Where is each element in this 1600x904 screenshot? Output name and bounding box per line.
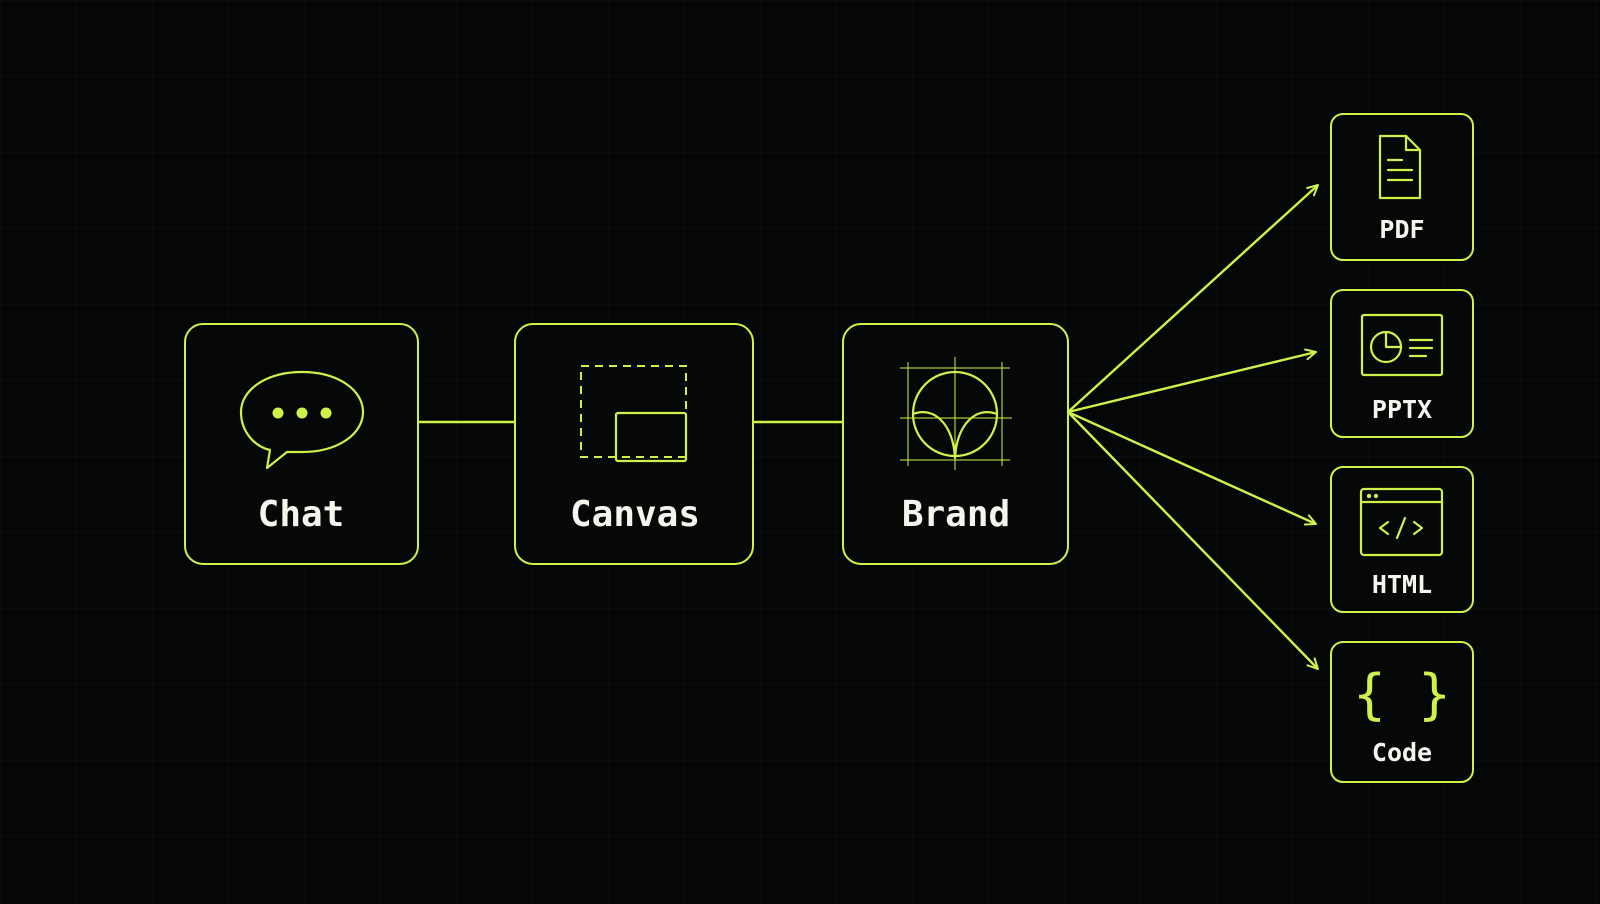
canvas-frame-icon [580, 365, 688, 463]
pptx-output: PPTX [1330, 289, 1474, 438]
chat-node: Chat [184, 323, 419, 565]
code-window-icon [1359, 487, 1444, 557]
pptx-label: PPTX [1372, 395, 1432, 424]
curly-braces-icon: { } [1353, 663, 1451, 726]
pdf-output: PDF [1330, 113, 1474, 261]
pdf-label: PDF [1379, 215, 1424, 244]
canvas-node: Canvas [514, 323, 754, 565]
canvas-label: Canvas [570, 494, 700, 535]
html-output: HTML [1330, 466, 1474, 613]
presentation-icon [1360, 313, 1444, 377]
arrow-to-code [1067, 411, 1319, 670]
brand-label: Brand [902, 494, 1010, 535]
arrow-to-html [1067, 410, 1317, 526]
document-icon [1378, 134, 1422, 200]
chat-bubble-icon [239, 370, 365, 470]
arrow-to-pdf [1067, 184, 1319, 413]
code-output: { } Code [1330, 641, 1474, 783]
brand-node: Brand [842, 323, 1069, 565]
arrow-to-pptx [1067, 348, 1317, 414]
code-label: Code [1372, 738, 1432, 767]
chat-label: Chat [258, 494, 345, 535]
brand-mark-icon [900, 357, 1012, 470]
html-label: HTML [1372, 570, 1432, 599]
